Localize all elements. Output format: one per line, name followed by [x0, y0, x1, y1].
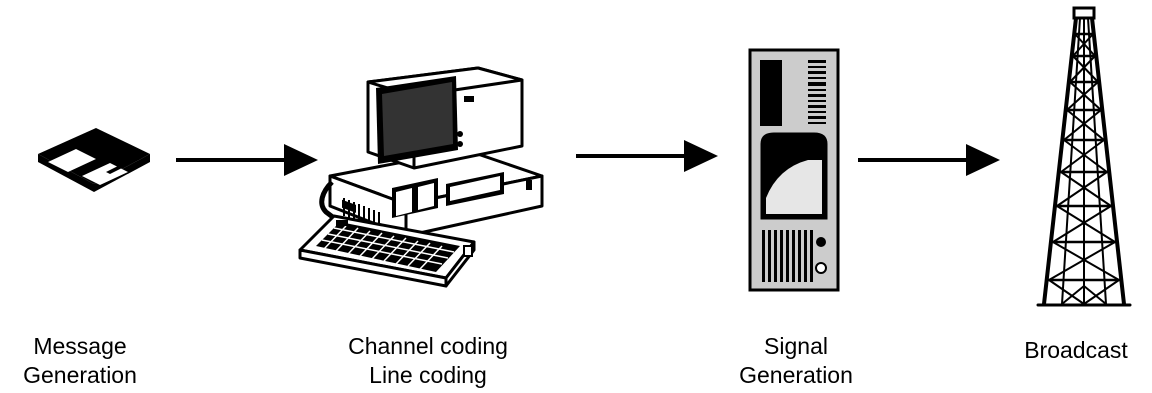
label-message-generation: Message Generation: [0, 332, 160, 390]
arrow-2: [576, 140, 718, 172]
label-line: Channel coding: [348, 333, 508, 359]
label-channel-coding: Channel coding Line coding: [308, 332, 548, 390]
label-line: Line coding: [369, 362, 487, 388]
label-broadcast: Broadcast: [1000, 336, 1152, 365]
label-line: Generation: [739, 362, 853, 388]
label-line: Broadcast: [1024, 337, 1128, 363]
signal-generator-icon: [748, 48, 840, 292]
label-line: Generation: [23, 362, 137, 388]
computer-icon: [298, 66, 544, 288]
arrow-1: [176, 144, 318, 176]
arrow-3: [858, 144, 1000, 176]
label-signal-generation: Signal Generation: [716, 332, 876, 390]
floppy-disk-icon: [38, 128, 150, 192]
label-line: Signal: [764, 333, 828, 359]
label-line: Message: [33, 333, 127, 359]
broadcast-tower-icon: [1036, 6, 1132, 307]
